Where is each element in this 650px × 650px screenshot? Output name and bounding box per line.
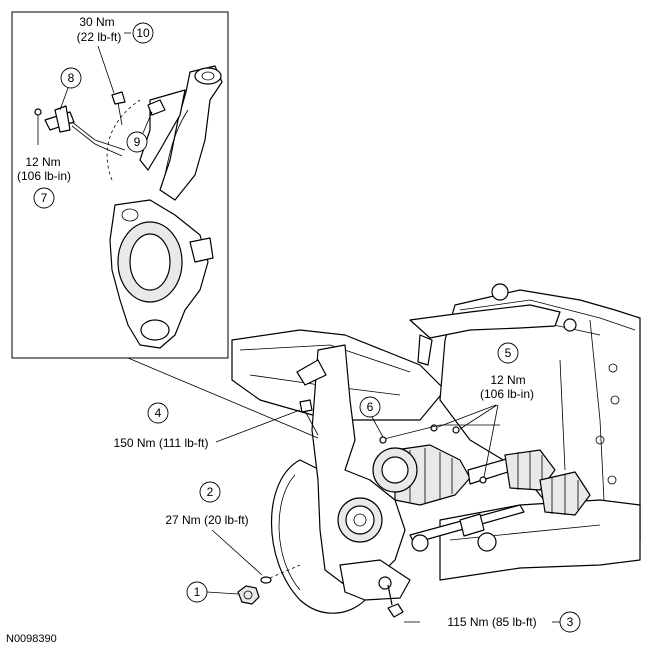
callout-7-torque-line1: 12 Nm xyxy=(25,155,60,169)
callout-8-number: 8 xyxy=(68,71,75,85)
knuckle-hub-assembly xyxy=(270,344,418,614)
callout-5-torque-line1: 12 Nm xyxy=(490,373,525,387)
callout-7: 12 Nm (106 lb-in) 7 xyxy=(17,155,71,209)
callout-9: 9 xyxy=(126,111,153,153)
callout-5-number: 5 xyxy=(505,346,512,360)
callout-10-torque-line2: (22 lb-ft) xyxy=(77,30,122,44)
inset-knuckle xyxy=(109,199,214,349)
bolt-item-4 xyxy=(299,399,319,436)
bolt-item-3 xyxy=(387,584,404,618)
washer-item-2 xyxy=(260,576,272,584)
screws-item-5 xyxy=(430,424,487,484)
callout-4-number: 4 xyxy=(155,406,162,420)
callout-8: 8 xyxy=(59,67,82,111)
inset-clip-item-9 xyxy=(147,99,166,116)
callout-10-torque-line1: 30 Nm xyxy=(79,15,114,29)
inset-bolt-item-10 xyxy=(111,91,126,126)
callout-2-number: 2 xyxy=(207,485,214,499)
callout-1: 1 xyxy=(186,581,239,603)
callout-2: 2 27 Nm (20 lb-ft) xyxy=(165,481,263,576)
callout-3-number: 3 xyxy=(567,615,574,629)
callout-2-torque: 27 Nm (20 lb-ft) xyxy=(165,513,248,527)
callout-9-number: 9 xyxy=(134,135,141,149)
figure-id: N0098390 xyxy=(6,633,57,645)
inset-sensor-harness xyxy=(34,105,126,157)
callout-4: 4 150 Nm (111 lb-ft) xyxy=(114,402,301,450)
callout-10-number: 10 xyxy=(136,26,150,40)
inset-frame xyxy=(11,11,229,359)
callout-1-number: 1 xyxy=(194,585,201,599)
callout-5-torque-line2: (106 lb-in) xyxy=(480,387,534,401)
sensor-wire-item-6 xyxy=(379,424,500,444)
callout-7-torque-line2: (106 lb-in) xyxy=(17,169,71,183)
callout-4-torque: 150 Nm (111 lb-ft) xyxy=(114,436,209,450)
inset-leader-line xyxy=(127,357,319,439)
callout-3: 115 Nm (85 lb-ft) 3 xyxy=(404,611,581,633)
halfshaft-assembly xyxy=(394,444,591,552)
callout-5: 5 12 Nm (106 lb-in) xyxy=(437,342,534,478)
callout-6: 6 xyxy=(359,396,384,438)
callout-6-number: 6 xyxy=(367,400,374,414)
callout-7-number: 7 xyxy=(41,191,48,205)
callout-10: 30 Nm (22 lb-ft) 10 xyxy=(77,15,154,94)
nut-item-1 xyxy=(237,585,260,605)
callout-3-torque: 115 Nm (85 lb-ft) xyxy=(447,615,536,629)
